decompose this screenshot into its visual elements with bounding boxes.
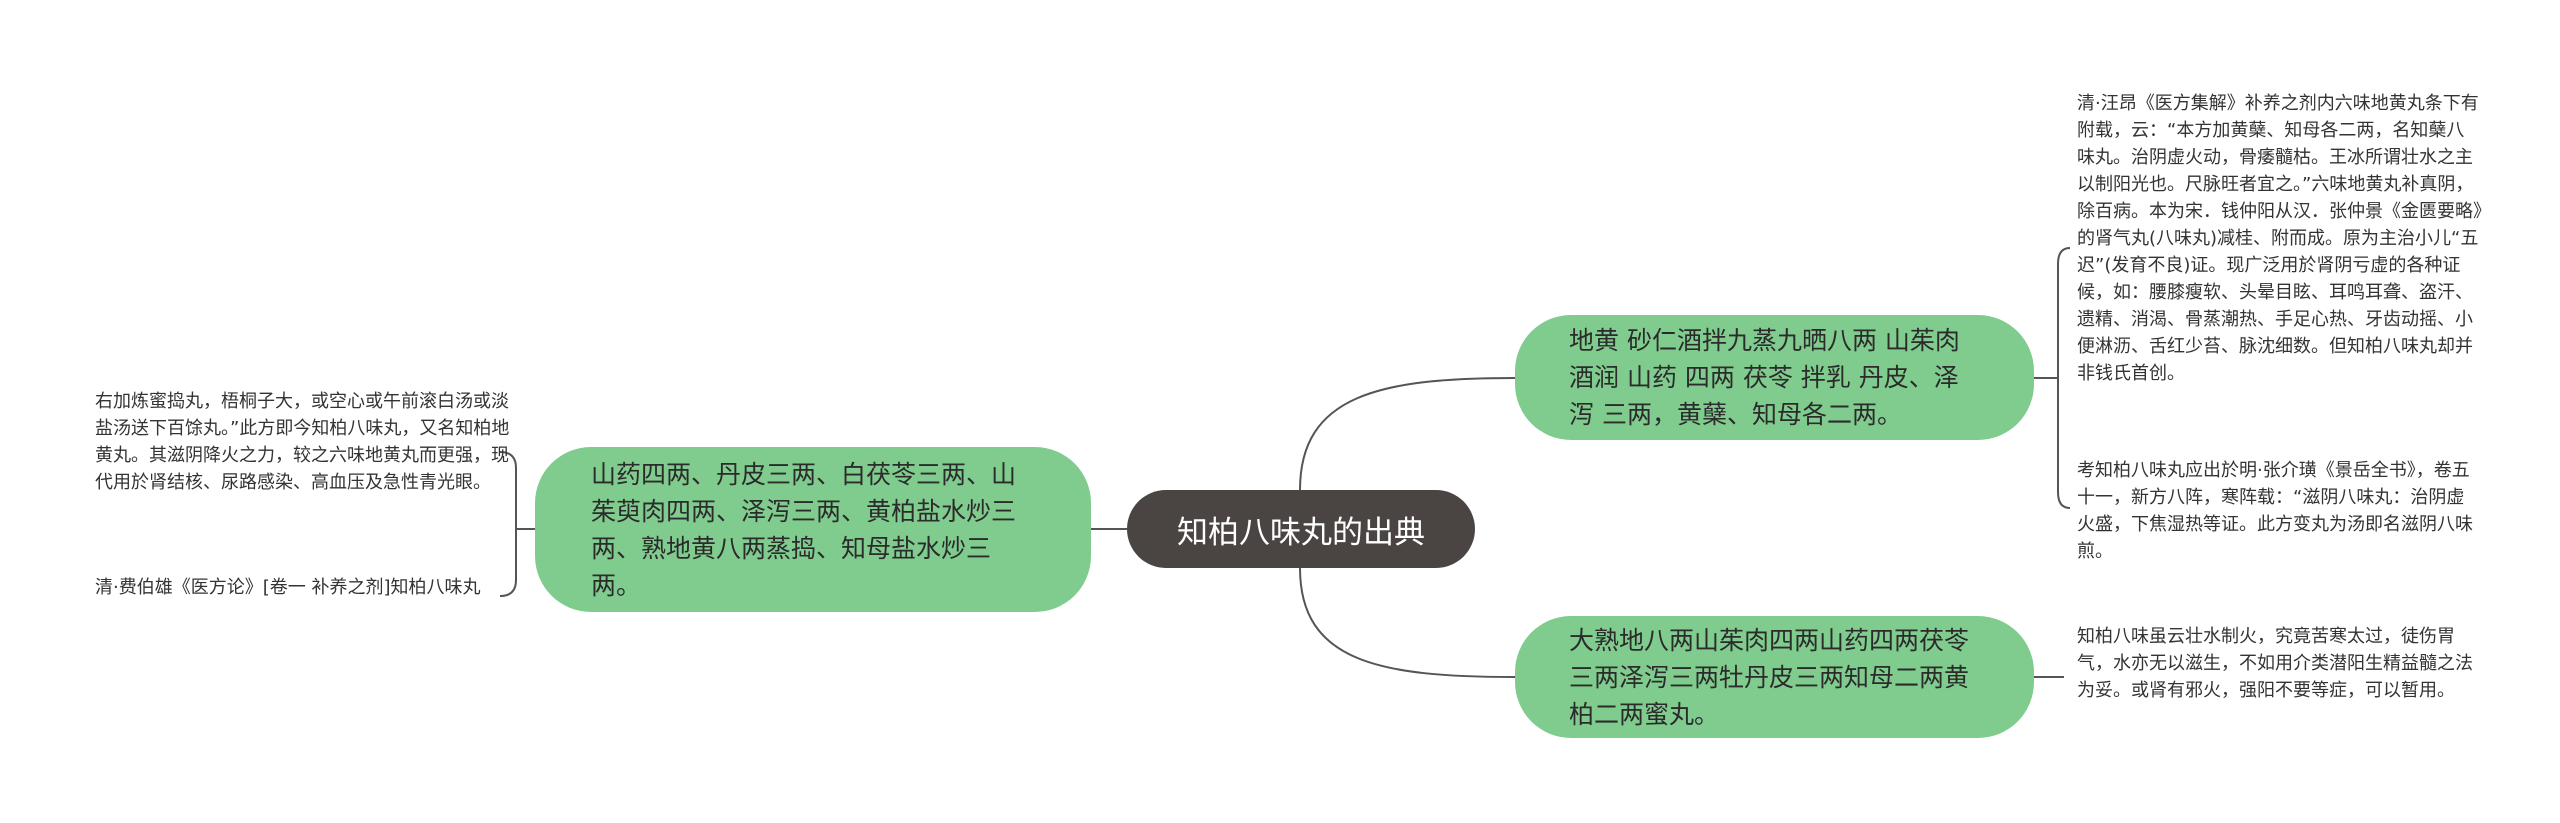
leaf-left-1: 右加炼蜜捣丸，梧桐子大，或空心或午前滚白汤或淡盐汤送下百馀丸。”此方即今知柏八味… bbox=[95, 391, 510, 493]
bracket-left bbox=[499, 451, 517, 597]
connector-root-right-top bbox=[1299, 377, 1516, 491]
leaf-right-top-1: 清·汪昂《医方集解》补养之剂内六味地黄丸条下有附载，云：“本方加黄蘖、知母各二两… bbox=[2077, 93, 2482, 384]
branch-left-label: 山药四两、丹皮三两、白茯苓三两、山茱萸肉四两、泽泻三两、黄柏盐水炒三两、熟地黄八… bbox=[591, 459, 1017, 600]
leaf-left-2: 清·费伯雄《医方论》[卷一 补养之剂]知柏八味丸 bbox=[95, 577, 481, 598]
leaf-right-top-2: 考知柏八味丸应出於明·张介璜《景岳全书》，卷五十一，新方八阵，寒阵载：“滋阴八味… bbox=[2077, 460, 2473, 562]
root-node[interactable]: 知柏八味丸的出典 bbox=[1127, 490, 1475, 568]
root-label: 知柏八味丸的出典 bbox=[1177, 514, 1425, 551]
leaf-right-bottom-1: 知柏八味虽云壮水制火，究竟苦寒太过，徒伤胃气，水亦无以滋生，不如用介类潜阳生精益… bbox=[2077, 626, 2473, 701]
branch-right-bottom-label: 大熟地八两山茱肉四两山药四两茯苓三两泽泻三两牡丹皮三两知母二两黄柏二两蜜丸。 bbox=[1569, 625, 1970, 729]
branch-right-top-label: 地黄 砂仁酒拌九蒸九晒八两 山茱肉酒润 山药 四两 茯苓 拌乳 丹皮、泽泻 三两… bbox=[1569, 326, 1960, 429]
branch-node-left[interactable]: 山药四两、丹皮三两、白茯苓三两、山茱萸肉四两、泽泻三两、黄柏盐水炒三两、熟地黄八… bbox=[535, 447, 1091, 612]
branch-node-right-top[interactable]: 地黄 砂仁酒拌九蒸九晒八两 山茱肉酒润 山药 四两 茯苓 拌乳 丹皮、泽泻 三两… bbox=[1515, 315, 2034, 440]
branch-node-right-bottom[interactable]: 大熟地八两山茱肉四两山药四两茯苓三两泽泻三两牡丹皮三两知母二两黄柏二两蜜丸。 bbox=[1515, 616, 2034, 738]
connector-root-right-bottom bbox=[1299, 567, 1516, 678]
bracket-right-top bbox=[2057, 247, 2071, 509]
